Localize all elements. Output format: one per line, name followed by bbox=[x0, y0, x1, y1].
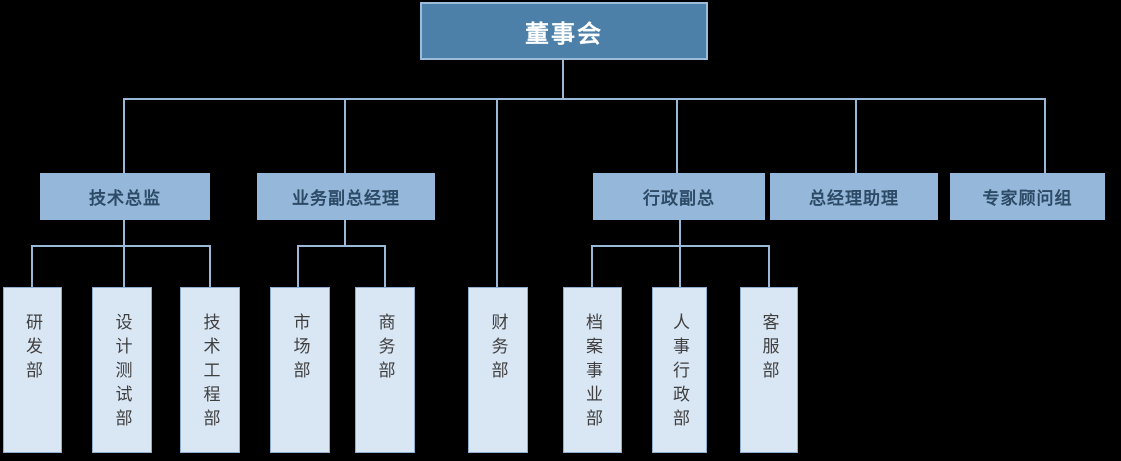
node-archives-division: 档案事业部 bbox=[563, 287, 622, 453]
connector-business-rail bbox=[297, 245, 386, 247]
connector-drop-rd-dept bbox=[31, 247, 33, 287]
node-admin-deputy-gm: 行政副总 bbox=[593, 173, 765, 220]
connector-tech-rail bbox=[31, 245, 211, 247]
node-label: 研发部 bbox=[23, 313, 42, 385]
connector-drop-admin-deputy bbox=[676, 100, 678, 173]
node-business-deputy-gm: 业务副总经理 bbox=[257, 173, 435, 220]
node-customer-service-dept: 客服部 bbox=[740, 287, 798, 453]
node-marketing-dept: 市场部 bbox=[270, 287, 330, 453]
node-label: 行政副总 bbox=[643, 189, 715, 208]
node-label: 市场部 bbox=[290, 313, 310, 385]
node-tech-engineering-dept: 技术工程部 bbox=[180, 287, 240, 453]
connector-drop-customer-service bbox=[768, 247, 770, 287]
node-label: 客服部 bbox=[759, 313, 779, 385]
node-gm-assistant: 总经理助理 bbox=[770, 173, 938, 220]
node-label: 人事行政部 bbox=[670, 313, 689, 433]
node-rd-dept: 研发部 bbox=[3, 287, 62, 453]
node-label: 总经理助理 bbox=[809, 189, 899, 208]
connector-drop-expert-group bbox=[1044, 100, 1046, 173]
connector-admin-center-drop bbox=[679, 220, 681, 287]
connector-main-rail bbox=[123, 98, 1046, 100]
node-label: 业务副总经理 bbox=[292, 189, 400, 208]
node-design-testing-dept: 设计测试部 bbox=[92, 287, 152, 453]
connector-drop-tech-director bbox=[123, 100, 125, 173]
connector-admin-rail bbox=[591, 245, 770, 247]
node-finance-dept: 财务部 bbox=[468, 287, 528, 453]
node-label: 档案事业部 bbox=[583, 313, 602, 433]
node-label: 专家顾问组 bbox=[982, 189, 1073, 208]
connector-drop-commerce-dept bbox=[384, 247, 386, 287]
node-label: 财务部 bbox=[488, 313, 508, 385]
connector-drop-gm-assistant bbox=[855, 100, 857, 173]
node-label: 技术工程部 bbox=[200, 313, 220, 433]
node-expert-advisory-group: 专家顾问组 bbox=[950, 173, 1105, 220]
node-label: 设计测试部 bbox=[112, 313, 132, 433]
connector-drop-finance-dept bbox=[496, 100, 498, 287]
connector-drop-business-deputy bbox=[344, 100, 346, 173]
connector-drop-marketing-dept bbox=[297, 247, 299, 287]
node-hr-admin-dept: 人事行政部 bbox=[652, 287, 707, 453]
connector-drop-engineering-dept bbox=[209, 247, 211, 287]
node-commerce-dept: 商务部 bbox=[355, 287, 415, 453]
node-board-of-directors: 董事会 bbox=[420, 2, 708, 60]
connector-tech-center-drop bbox=[123, 220, 125, 287]
node-label: 技术总监 bbox=[89, 189, 161, 208]
connector-business-center-drop bbox=[344, 220, 346, 246]
connector-drop-archives-dept bbox=[591, 247, 593, 287]
node-label: 董事会 bbox=[525, 20, 603, 48]
connector-root-drop bbox=[562, 60, 564, 98]
node-label: 商务部 bbox=[375, 313, 395, 385]
node-technical-director: 技术总监 bbox=[40, 173, 210, 220]
